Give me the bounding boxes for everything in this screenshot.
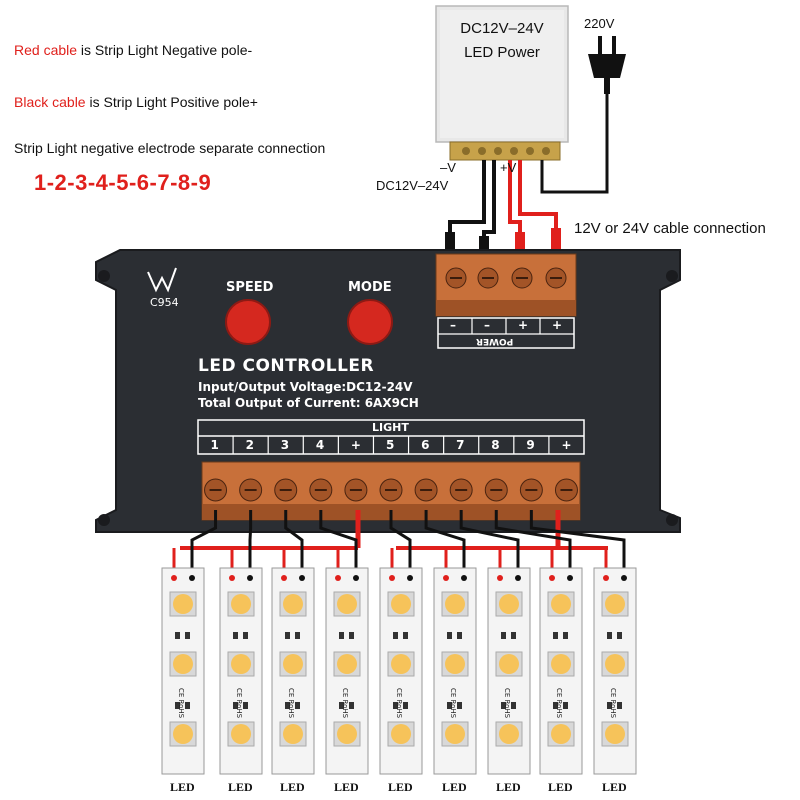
light-terminal-label: 9 bbox=[526, 438, 535, 452]
red-cable-note: Red cable is Strip Light Negative pole- bbox=[14, 42, 252, 58]
led-chip bbox=[173, 594, 193, 614]
controller-model: C954 bbox=[150, 296, 179, 309]
mains-cable bbox=[540, 94, 609, 194]
svg-text:CE RoHS: CE RoHS bbox=[235, 688, 243, 719]
mode-button[interactable] bbox=[348, 300, 392, 344]
red-cable-text: is Strip Light Negative pole- bbox=[77, 42, 253, 58]
light-terminal-label: 7 bbox=[456, 438, 465, 452]
led-chip bbox=[337, 594, 357, 614]
light-header: LIGHT bbox=[372, 421, 409, 434]
power-terminal-1: – bbox=[450, 318, 456, 332]
light-terminal-label: 4 bbox=[315, 438, 325, 452]
led-chip bbox=[231, 654, 251, 674]
svg-text:CE RoHS: CE RoHS bbox=[395, 688, 403, 719]
led-chip bbox=[499, 594, 519, 614]
power-cables bbox=[445, 160, 561, 262]
psu-negative-label: –V bbox=[440, 160, 456, 175]
led-chip bbox=[445, 654, 465, 674]
power-terminal-block bbox=[435, 253, 577, 349]
led-chip bbox=[499, 654, 519, 674]
separate-connection-note: Strip Light negative electrode separate … bbox=[14, 140, 326, 156]
power-terminal-3: + bbox=[518, 318, 529, 332]
svg-text:CE RoHS: CE RoHS bbox=[503, 688, 511, 719]
voltage-spec: Input/Output Voltage:DC12-24V bbox=[198, 380, 413, 394]
mode-label: MODE bbox=[348, 280, 392, 295]
led-chip bbox=[283, 654, 303, 674]
led-chip bbox=[445, 594, 465, 614]
power-terminal-4: + bbox=[552, 318, 563, 332]
power-supply bbox=[435, 5, 569, 161]
light-terminal-label: 1 bbox=[210, 438, 219, 452]
light-terminal-table bbox=[197, 419, 585, 455]
led-strip-label: LED bbox=[388, 780, 413, 794]
led-chip bbox=[337, 724, 357, 744]
led-chip bbox=[551, 724, 571, 744]
light-terminal-label: 3 bbox=[280, 438, 290, 452]
led-chip bbox=[605, 724, 625, 744]
led-chip bbox=[551, 594, 571, 614]
mains-voltage-label: 220V bbox=[584, 16, 615, 31]
svg-text:CE RoHS: CE RoHS bbox=[449, 688, 457, 719]
svg-text:CE RoHS: CE RoHS bbox=[609, 688, 617, 719]
light-terminal-label: + bbox=[350, 438, 361, 452]
power-terminal-2: – bbox=[484, 318, 490, 332]
controller-title: LED CONTROLLER bbox=[198, 356, 375, 376]
led-chip bbox=[605, 654, 625, 674]
psu-input-label: DC12V–24V bbox=[376, 178, 449, 193]
led-strip-label: LED bbox=[280, 780, 305, 794]
svg-text:CE RoHS: CE RoHS bbox=[341, 688, 349, 719]
led-strip-label: LED bbox=[228, 780, 253, 794]
led-chip bbox=[231, 724, 251, 744]
speed-button-shape bbox=[225, 299, 271, 345]
light-terminal-label: 8 bbox=[491, 438, 500, 452]
led-chip bbox=[173, 654, 193, 674]
led-chip bbox=[551, 654, 571, 674]
light-terminal-label: 5 bbox=[386, 438, 395, 452]
led-chip bbox=[445, 724, 465, 744]
svg-text:CE RoHS: CE RoHS bbox=[555, 688, 563, 719]
speed-label: SPEED bbox=[226, 280, 274, 295]
cable-connection-label: 12V or 24V cable connection bbox=[574, 220, 766, 237]
led-chip bbox=[391, 724, 411, 744]
led-chip bbox=[499, 724, 519, 744]
led-strip-label: LED bbox=[548, 780, 573, 794]
svg-text:CE RoHS: CE RoHS bbox=[287, 688, 295, 719]
led-strip-label: LED bbox=[170, 780, 195, 794]
light-terminal-label: + bbox=[561, 438, 572, 452]
black-cable-note: Black cable is Strip Light Positive pole… bbox=[14, 94, 258, 110]
led-chip bbox=[391, 654, 411, 674]
speed-button[interactable] bbox=[226, 300, 270, 344]
led-chip bbox=[337, 654, 357, 674]
led-chip bbox=[283, 724, 303, 744]
light-terminal-label: 2 bbox=[245, 438, 254, 452]
led-chip bbox=[173, 724, 193, 744]
psu-positive-label: +V bbox=[500, 160, 517, 175]
led-strip-label: LED bbox=[496, 780, 521, 794]
current-spec: Total Output of Current: 6AX9CH bbox=[198, 396, 419, 410]
black-cable-label: Black cable bbox=[14, 94, 86, 110]
channel-sequence: 1-2-3-4-5-6-7-8-9 bbox=[34, 170, 212, 195]
red-cable-label: Red cable bbox=[14, 42, 78, 58]
led-strip-label: LED bbox=[334, 780, 359, 794]
power-header: POWER bbox=[476, 336, 514, 346]
svg-text:CE RoHS: CE RoHS bbox=[177, 688, 185, 719]
led-chip bbox=[605, 594, 625, 614]
plug-icon bbox=[588, 36, 626, 94]
light-terminal-label: 6 bbox=[421, 438, 430, 452]
led-strip-label: LED bbox=[602, 780, 627, 794]
led-chip bbox=[231, 594, 251, 614]
power-supply-subtitle: LED Power bbox=[464, 44, 540, 61]
mode-button-shape bbox=[347, 299, 393, 345]
led-strip-label: LED bbox=[442, 780, 467, 794]
power-supply-title: DC12V–24V bbox=[460, 20, 544, 37]
black-cable-text: is Strip Light Positive pole+ bbox=[85, 94, 258, 110]
led-chip bbox=[283, 594, 303, 614]
led-chip bbox=[391, 594, 411, 614]
